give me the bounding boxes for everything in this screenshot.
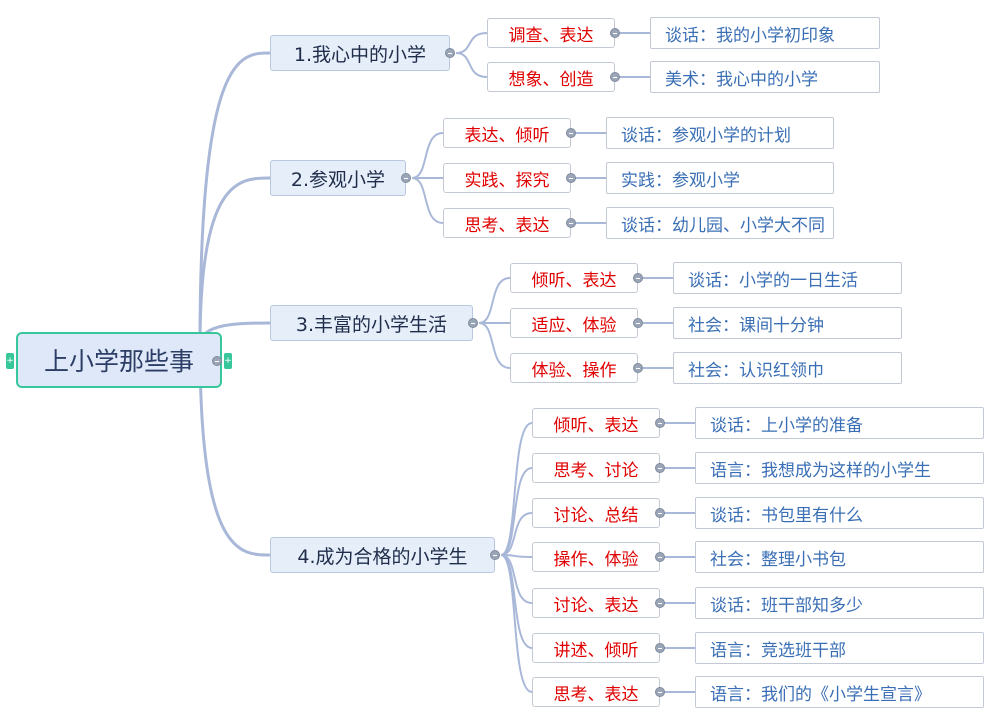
- collapse-icon[interactable]: [610, 72, 620, 82]
- skill-node[interactable]: 想象、创造: [487, 62, 615, 92]
- collapse-icon[interactable]: [610, 28, 620, 38]
- collapse-icon[interactable]: [633, 363, 643, 373]
- root-topic[interactable]: 上小学那些事: [16, 332, 222, 388]
- skill-node[interactable]: 倾听、表达: [510, 263, 638, 293]
- collapse-icon[interactable]: [655, 552, 665, 562]
- skill-node[interactable]: 讨论、总结: [532, 498, 660, 528]
- topic-node[interactable]: 语言：竞选班干部: [695, 632, 984, 664]
- branch-topic[interactable]: 4.成为合格的小学生: [270, 537, 495, 573]
- collapse-icon[interactable]: [566, 218, 576, 228]
- topic-node[interactable]: 语言：我想成为这样的小学生: [695, 452, 984, 484]
- collapse-icon[interactable]: [655, 687, 665, 697]
- topic-node[interactable]: 谈话：上小学的准备: [695, 407, 984, 439]
- topic-node[interactable]: 社会：整理小书包: [695, 541, 984, 573]
- root-branch-link: [198, 344, 271, 557]
- skill-node[interactable]: 调查、表达: [487, 18, 615, 48]
- skill-node[interactable]: 实践、探究: [443, 163, 571, 193]
- branch-topic[interactable]: 3.丰富的小学生活: [270, 305, 473, 341]
- topic-node[interactable]: 社会：课间十分钟: [673, 307, 902, 339]
- topic-node[interactable]: 语言：我们的《小学生宣言》: [695, 676, 984, 708]
- skill-node[interactable]: 倾听、表达: [532, 408, 660, 438]
- collapse-icon[interactable]: [655, 643, 665, 653]
- collapse-icon[interactable]: [566, 173, 576, 183]
- topic-node[interactable]: 实践：参观小学: [606, 162, 834, 194]
- skill-node[interactable]: 讨论、表达: [532, 588, 660, 618]
- topic-node[interactable]: 谈话：参观小学的计划: [606, 117, 834, 149]
- expand-left-icon[interactable]: +: [6, 353, 14, 369]
- collapse-icon[interactable]: [655, 598, 665, 608]
- branch-skill-link: [411, 132, 444, 179]
- expand-right-icon[interactable]: +: [224, 353, 232, 369]
- branch-skill-link: [455, 32, 488, 54]
- topic-node[interactable]: 谈话：我的小学初印象: [650, 17, 880, 49]
- collapse-icon[interactable]: [655, 463, 665, 473]
- branch-skill-link: [500, 512, 533, 556]
- branch-topic[interactable]: 1.我心中的小学: [270, 35, 450, 71]
- skill-node[interactable]: 体验、操作: [510, 353, 638, 383]
- collapse-icon[interactable]: [490, 550, 500, 560]
- branch-skill-link: [455, 52, 488, 78]
- topic-node[interactable]: 谈话：小学的一日生活: [673, 262, 902, 294]
- branch-skill-link: [500, 422, 533, 556]
- topic-node[interactable]: 美术：我心中的小学: [650, 61, 880, 93]
- skill-node[interactable]: 思考、表达: [532, 677, 660, 707]
- topic-node[interactable]: 社会：认识红领巾: [673, 352, 902, 384]
- branch-skill-link: [500, 467, 533, 556]
- branch-skill-link: [478, 277, 511, 324]
- skill-node[interactable]: 表达、倾听: [443, 118, 571, 148]
- skill-node[interactable]: 适应、体验: [510, 308, 638, 338]
- topic-node[interactable]: 谈话：班干部知多少: [695, 587, 984, 619]
- root-branch-link: [198, 176, 271, 346]
- collapse-icon[interactable]: [445, 48, 455, 58]
- skill-node[interactable]: 思考、表达: [443, 208, 571, 238]
- skill-node[interactable]: 讲述、倾听: [532, 633, 660, 663]
- topic-node[interactable]: 谈话：幼儿园、小学大不同: [606, 207, 834, 239]
- collapse-icon[interactable]: [655, 508, 665, 518]
- collapse-icon[interactable]: [655, 418, 665, 428]
- collapse-icon[interactable]: [633, 318, 643, 328]
- branch-skill-link: [500, 554, 533, 604]
- skill-node[interactable]: 思考、讨论: [532, 453, 660, 483]
- root-branch-link: [198, 51, 271, 346]
- branch-skill-link: [411, 177, 444, 224]
- topic-node[interactable]: 谈话：书包里有什么: [695, 497, 984, 529]
- collapse-icon[interactable]: [633, 273, 643, 283]
- collapse-icon[interactable]: [401, 173, 411, 183]
- collapse-icon[interactable]: [566, 128, 576, 138]
- skill-node[interactable]: 操作、体验: [532, 542, 660, 572]
- collapse-icon[interactable]: [468, 318, 478, 328]
- branch-skill-link: [500, 554, 533, 693]
- collapse-icon[interactable]: [212, 356, 222, 366]
- branch-skill-link: [478, 322, 511, 369]
- branch-topic[interactable]: 2.参观小学: [270, 160, 406, 196]
